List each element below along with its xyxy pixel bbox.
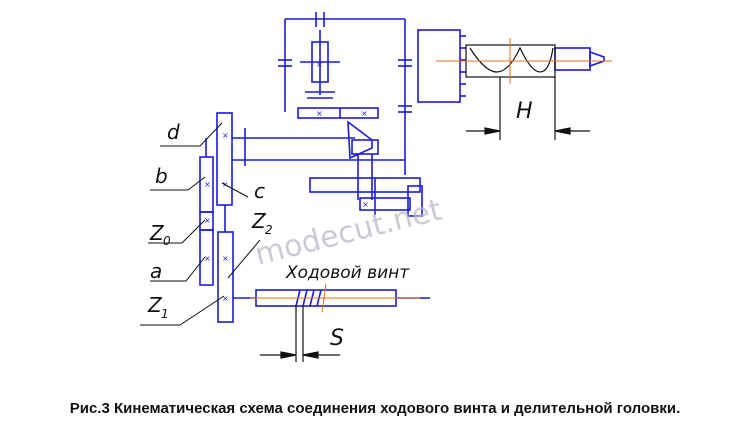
- worm-gear: [359, 197, 411, 211]
- figure-caption: Рис.3 Кинематическая схема соединения хо…: [69, 400, 681, 417]
- label-z2: Z: [251, 209, 267, 233]
- svg-text:×: ×: [222, 131, 229, 140]
- svg-text:×: ×: [222, 254, 229, 263]
- watermark: modecut.net: [251, 193, 445, 273]
- svg-text:×: ×: [316, 60, 323, 69]
- svg-text:×: ×: [361, 109, 368, 118]
- svg-text:×: ×: [204, 180, 211, 189]
- lower-bracket: [309, 177, 421, 193]
- label-z1-subscript: 1: [161, 307, 169, 321]
- label-z0: Z: [149, 221, 165, 245]
- gear-d: [216, 112, 233, 206]
- svg-text:×: ×: [204, 254, 211, 263]
- gear-a: [199, 229, 214, 286]
- label-lead-h: H: [516, 99, 533, 124]
- label-pitch-s: S: [330, 326, 344, 351]
- dividing-head-chuck: [417, 29, 461, 103]
- label-z0-subscript: 0: [163, 234, 171, 248]
- svg-text:×: ×: [316, 109, 323, 118]
- svg-text:×: ×: [204, 216, 211, 225]
- tailstock: [554, 47, 591, 71]
- horizontal-gear-block: [297, 107, 379, 119]
- label-d: d: [167, 120, 180, 144]
- label-a: a: [150, 259, 162, 283]
- label-z1: Z: [147, 293, 163, 317]
- label-lead-screw: Ходовой винт: [285, 263, 410, 283]
- gear-z2: [217, 231, 234, 323]
- label-z2-subscript: 2: [265, 223, 273, 237]
- label-b: b: [155, 164, 168, 188]
- svg-text:×: ×: [362, 200, 369, 209]
- svg-text:×: ×: [222, 294, 229, 303]
- label-c: c: [254, 179, 265, 203]
- bevel-gear: [347, 120, 373, 160]
